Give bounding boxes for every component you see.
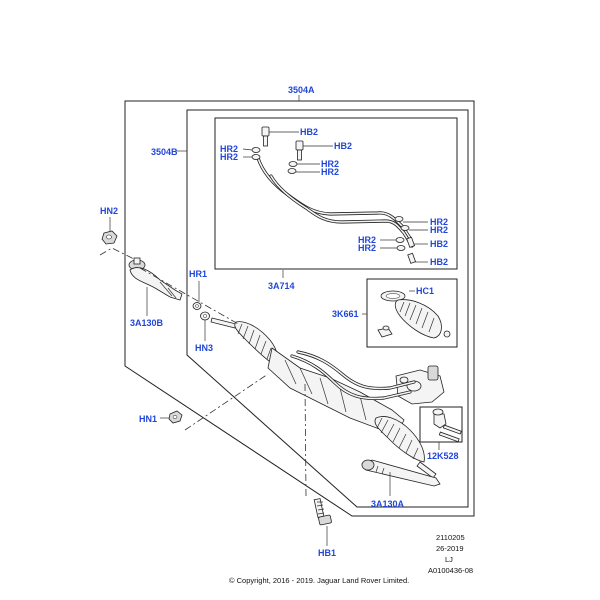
bolt-hb1 [313, 498, 332, 526]
label-12k528: 12K528 [427, 451, 459, 461]
sealing-washers-lower [394, 216, 410, 251]
label-3504a: 3504A [288, 85, 315, 95]
label-hr2-upper-right-1: HR2 [321, 159, 339, 169]
valve-kit [432, 408, 462, 443]
transfer-pipe-set [256, 156, 414, 248]
washer-hr1 [192, 302, 202, 310]
label-hr2-lower-left-2: HR2 [358, 243, 376, 253]
label-hr2-upper-left-2: HR2 [220, 152, 238, 162]
banjo-bolt-hb2-upper-right [295, 140, 304, 161]
label-hb2-upper-right: HB2 [334, 141, 352, 151]
banjo-bolt-hb2-upper-left [261, 126, 270, 147]
copyright-text: © Copyright, 2016 - 2019. Jaguar Land Ro… [229, 576, 409, 585]
rack-pipes [290, 350, 416, 401]
tie-rod-end [128, 257, 183, 301]
steering-rack-assembly [210, 317, 445, 479]
nut-hn1 [168, 410, 183, 424]
assembly-inner-frame [186, 109, 469, 508]
illustration-code-3: LJ [445, 555, 453, 564]
boot-kit-box [366, 278, 458, 348]
label-3a130a: 3A130A [371, 499, 405, 509]
banjo-bolt-hb2-lower-right [406, 236, 417, 264]
illustration-code-1: 2110205 [436, 533, 465, 542]
label-hr2-upper-right-2: HR2 [321, 167, 339, 177]
label-hn1: HN1 [139, 414, 157, 424]
label-hb2-upper-left: HB2 [300, 127, 318, 137]
nut-hn3 [200, 311, 210, 321]
label-3a714: 3A714 [268, 281, 295, 291]
label-hr1: HR1 [189, 269, 207, 279]
illustration-code-4: A0100436-08 [428, 566, 473, 575]
label-hb1: HB1 [318, 548, 336, 558]
label-hn3: HN3 [195, 343, 213, 353]
label-hn2: HN2 [100, 206, 118, 216]
label-hr2-upper-left-1: HR2 [220, 144, 238, 154]
nut-hn2 [101, 230, 118, 245]
label-hb2-lower-2: HB2 [430, 257, 448, 267]
illustration-code-2: 26-2019 [436, 544, 464, 553]
label-3a130b: 3A130B [130, 318, 164, 328]
valve-kit-box [419, 406, 463, 443]
label-3504b: 3504B [151, 147, 178, 157]
label-hr2-lower-right-1: HR2 [430, 217, 448, 227]
label-hr2-lower-left-1: HR2 [358, 235, 376, 245]
label-hr2-lower-right-2: HR2 [430, 225, 448, 235]
label-hb2-lower-1: HB2 [430, 239, 448, 249]
label-hc1: HC1 [416, 286, 434, 296]
pipe-set-box [214, 117, 458, 270]
inner-tie-rod [361, 459, 441, 487]
assembly-outer-frame [124, 100, 475, 517]
label-3k661: 3K661 [332, 309, 359, 319]
boot-kit [377, 290, 451, 339]
